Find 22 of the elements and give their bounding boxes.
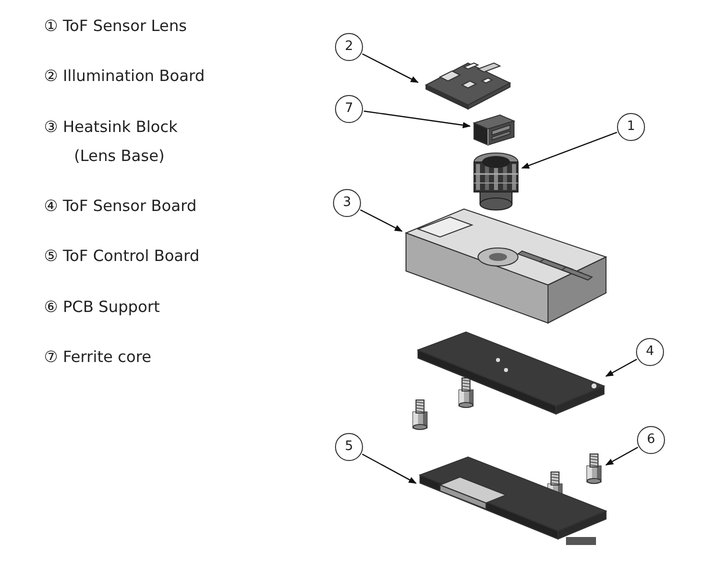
leader-arrow bbox=[605, 358, 638, 377]
callout-number: 6 bbox=[637, 426, 665, 454]
leader-arrow bbox=[362, 454, 417, 484]
callout-number: 4 bbox=[636, 338, 664, 366]
part-name: ⑤ ToF Control Board bbox=[44, 246, 200, 267]
part-name: ④ ToF Sensor Board bbox=[44, 196, 198, 217]
callout-number: 5 bbox=[335, 433, 363, 461]
part-name: ⑥ PCB Support bbox=[44, 297, 161, 318]
part-name: ⑦ Ferrite core bbox=[44, 347, 152, 368]
callout-number: 1 bbox=[617, 113, 645, 141]
callout-number: 3 bbox=[333, 189, 361, 217]
callout-number: 2 bbox=[335, 33, 363, 61]
callout-number: 7 bbox=[335, 95, 363, 123]
leader-arrow bbox=[360, 209, 403, 232]
leader-arrow bbox=[521, 132, 618, 169]
part-name: ① ToF Sensor Lens bbox=[44, 16, 188, 37]
part-name: ③ Heatsink Block (Lens Base) bbox=[44, 117, 179, 167]
leader-arrow bbox=[364, 110, 471, 128]
leader-arrow bbox=[605, 446, 638, 466]
part-name: ② Illumination Board bbox=[44, 66, 206, 87]
leader-arrow bbox=[362, 53, 419, 83]
ferrite-core-drawing bbox=[470, 113, 518, 147]
